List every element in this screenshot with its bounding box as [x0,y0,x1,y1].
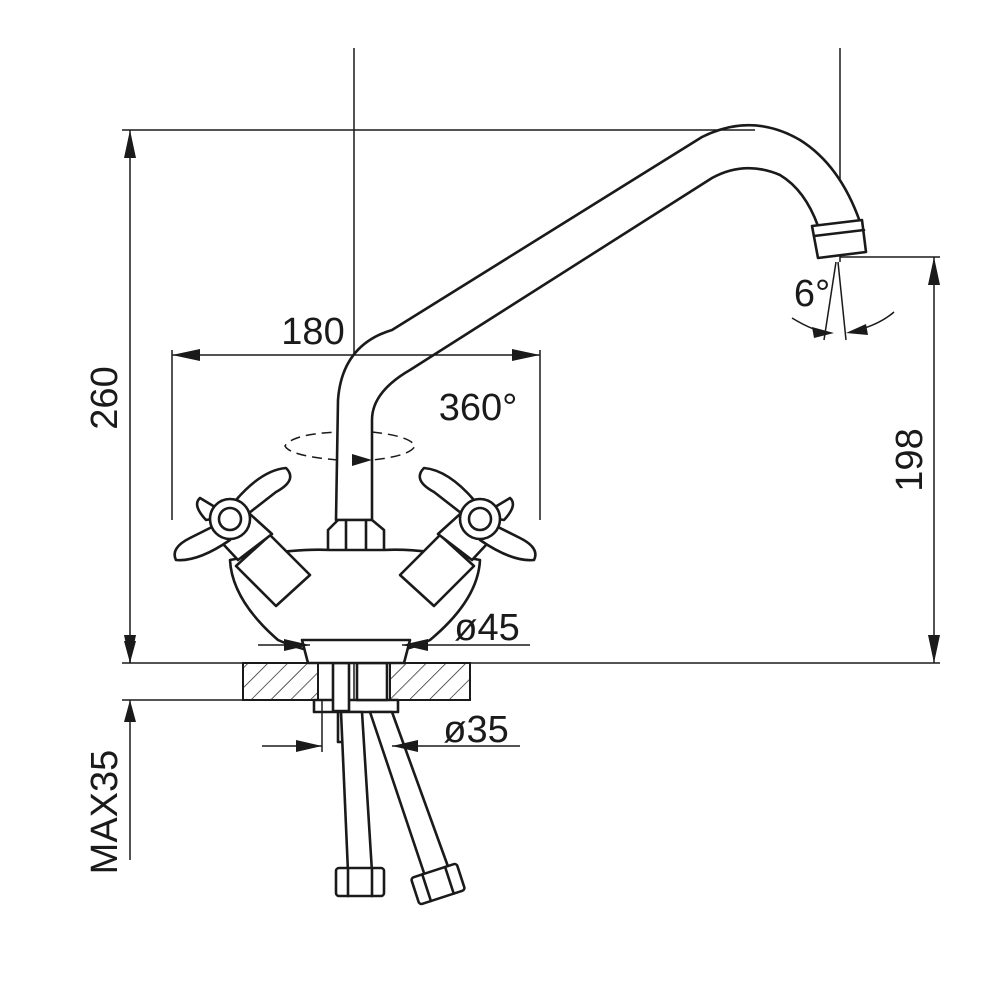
dim-spout-height: 198 [840,256,940,663]
right-cross-handle [398,466,537,608]
spout [334,123,868,522]
dim-spread: 180 [171,311,541,520]
dim-label-260: 260 [84,366,126,429]
deck-hatch-left [242,662,319,701]
dim-label-max35: MAX35 [84,750,126,875]
dim-label-6-deg: 6° [794,273,830,315]
dim-spout-angle: 6° [791,261,895,341]
shank-and-hoses [331,661,466,906]
dim-label-360: 360° [439,387,518,429]
dim-max-deck: MAX35 [84,636,136,874]
hose-nut-left [334,866,386,898]
dim-label-d45: ø45 [454,607,519,649]
aerator [810,218,868,260]
dim-label-180: 180 [281,311,344,353]
dim-label-d35: ø35 [443,709,508,751]
deck-section [122,662,940,714]
deck-hatch-right [389,662,471,701]
swivel-indicator: 360° [284,387,518,466]
dim-label-198: 198 [889,428,931,491]
hose-nut-right [410,862,466,906]
left-cross-handle [173,466,312,608]
dim-base-diameter: ø45 [258,607,530,651]
dim-hole-diameter: ø35 [262,700,520,752]
